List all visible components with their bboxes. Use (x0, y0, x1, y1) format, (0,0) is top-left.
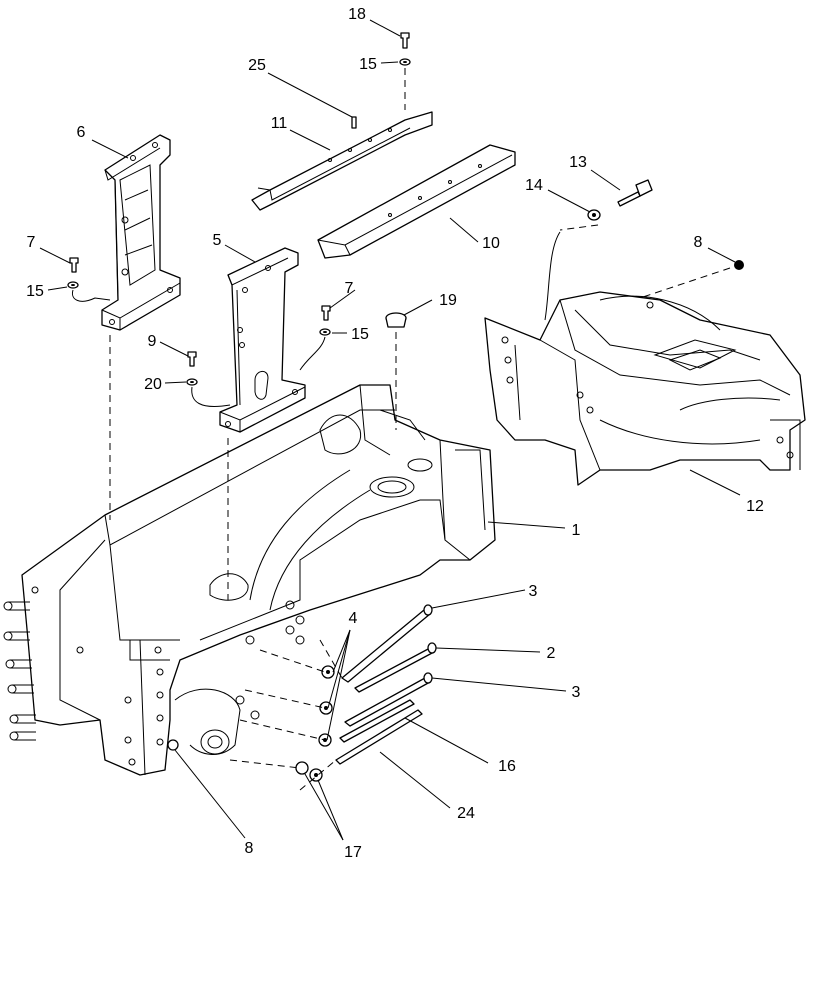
callout-3-top: 3 (529, 583, 538, 600)
callout-24: 24 (457, 805, 475, 822)
callout-25: 25 (248, 57, 266, 74)
part-19-plug (385, 312, 407, 328)
callout-8-bottom: 8 (245, 840, 254, 857)
callout-7-left: 7 (27, 234, 36, 251)
callout-12: 12 (746, 498, 764, 515)
part-11-rail (251, 111, 433, 211)
callout-1: 1 (572, 522, 581, 539)
callout-3-bottom: 3 (572, 684, 581, 701)
callout-16: 16 (498, 758, 516, 775)
callout-14: 14 (525, 177, 543, 194)
callout-10: 10 (482, 235, 500, 252)
callout-15-left: 15 (26, 283, 44, 300)
callout-15-mid: 15 (351, 326, 369, 343)
callout-13: 13 (569, 154, 587, 171)
callout-2: 2 (547, 645, 556, 662)
callout-6: 6 (77, 124, 86, 141)
assembly-lines (71, 68, 731, 791)
callout-9: 9 (148, 333, 157, 350)
callout-5: 5 (213, 232, 222, 249)
part-6-support-bracket (101, 134, 181, 331)
callout-18: 18 (348, 6, 366, 23)
callout-17: 17 (344, 844, 362, 861)
callout-8-top: 8 (694, 234, 703, 251)
callout-19: 19 (439, 292, 457, 309)
callout-4: 4 (349, 610, 358, 627)
part-5-support-bracket (219, 247, 306, 433)
leader-lines (39, 19, 741, 841)
callout-20: 20 (144, 376, 162, 393)
callout-labels: 18 25 15 11 6 13 14 10 7 5 8 15 7 19 15 … (26, 6, 764, 861)
callout-11: 11 (271, 115, 288, 132)
callout-7-mid: 7 (345, 280, 354, 297)
part-12-front-housing (484, 291, 806, 486)
callout-15-top: 15 (359, 56, 377, 73)
part-1-main-frame (3, 384, 496, 776)
part-10-rail (317, 144, 516, 259)
